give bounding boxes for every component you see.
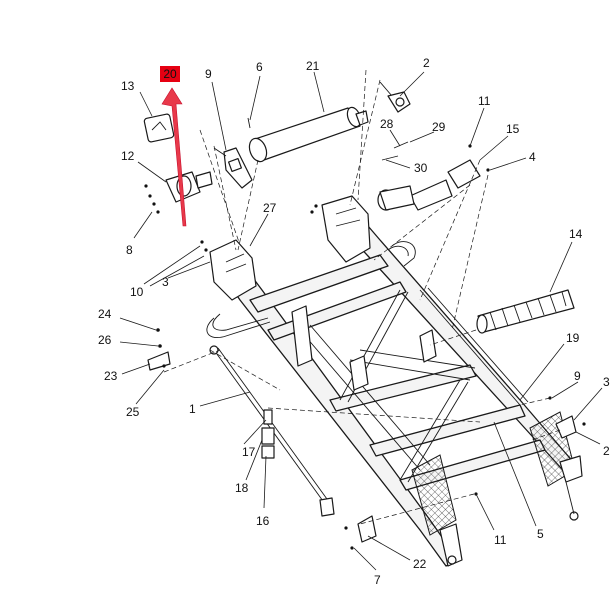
- highlight-20-badge[interactable]: 20: [160, 66, 180, 82]
- callout-8: 8: [126, 243, 133, 257]
- callout-12: 12: [121, 149, 135, 163]
- callout-25: 25: [126, 405, 140, 419]
- callout-labels: 13 9 6 21 2 11 28 29 15 4 12 30 27 8 14 …: [98, 56, 610, 587]
- red-arrow-icon: [161, 87, 187, 227]
- highlight-arrow: [161, 87, 187, 227]
- clamp-16: [261, 445, 275, 459]
- leader-lines: [119, 71, 603, 571]
- callout-23: 23: [104, 369, 118, 383]
- callout-13: 13: [121, 79, 135, 93]
- callout-4: 4: [529, 150, 536, 164]
- callout-28: 28: [380, 117, 394, 131]
- callout-10: 10: [130, 285, 144, 299]
- bracket-plate-9: [213, 147, 253, 189]
- callout-30: 30: [414, 161, 428, 175]
- callout-9-right: 9: [574, 369, 581, 383]
- callout-3-right: 3: [603, 375, 610, 389]
- callout-27: 27: [263, 201, 277, 215]
- callout-2: 2: [423, 56, 430, 70]
- decal-13: [143, 113, 175, 143]
- callout-6: 6: [256, 60, 263, 74]
- highlight-label: 20: [163, 67, 177, 81]
- callout-9: 9: [205, 67, 212, 81]
- bracket-23: [147, 328, 171, 371]
- callout-3: 3: [162, 275, 169, 289]
- callout-14: 14: [569, 227, 583, 241]
- callout-15: 15: [506, 122, 520, 136]
- callout-17: 17: [242, 445, 256, 459]
- clamp-17: [263, 409, 273, 425]
- callout-29: 29: [432, 120, 446, 134]
- assembly-lines: [163, 69, 561, 525]
- bearing-2: [379, 81, 411, 113]
- callout-16: 16: [256, 514, 270, 528]
- callout-21: 21: [306, 59, 320, 73]
- roller-15: [377, 159, 481, 211]
- callout-11: 11: [478, 94, 491, 108]
- callout-26: 26: [98, 333, 112, 347]
- callout-1: 1: [189, 402, 196, 416]
- callout-24: 24: [98, 307, 112, 321]
- callout-22: 22: [413, 557, 427, 571]
- bracket-22: [357, 515, 377, 543]
- callout-5: 5: [537, 527, 544, 541]
- callout-18: 18: [235, 481, 249, 495]
- bearing-12: [144, 171, 213, 214]
- hardware: [162, 117, 586, 550]
- clamp-18: [261, 427, 275, 445]
- main-frame: [206, 195, 583, 567]
- roller-21: [248, 106, 369, 163]
- auger-14: [476, 289, 575, 334]
- callout-2-right: 2: [603, 444, 610, 458]
- highlight-box: [160, 66, 180, 82]
- callout-19: 19: [566, 331, 580, 345]
- callout-7: 7: [374, 573, 381, 587]
- callout-11-bottom: 11: [494, 533, 507, 547]
